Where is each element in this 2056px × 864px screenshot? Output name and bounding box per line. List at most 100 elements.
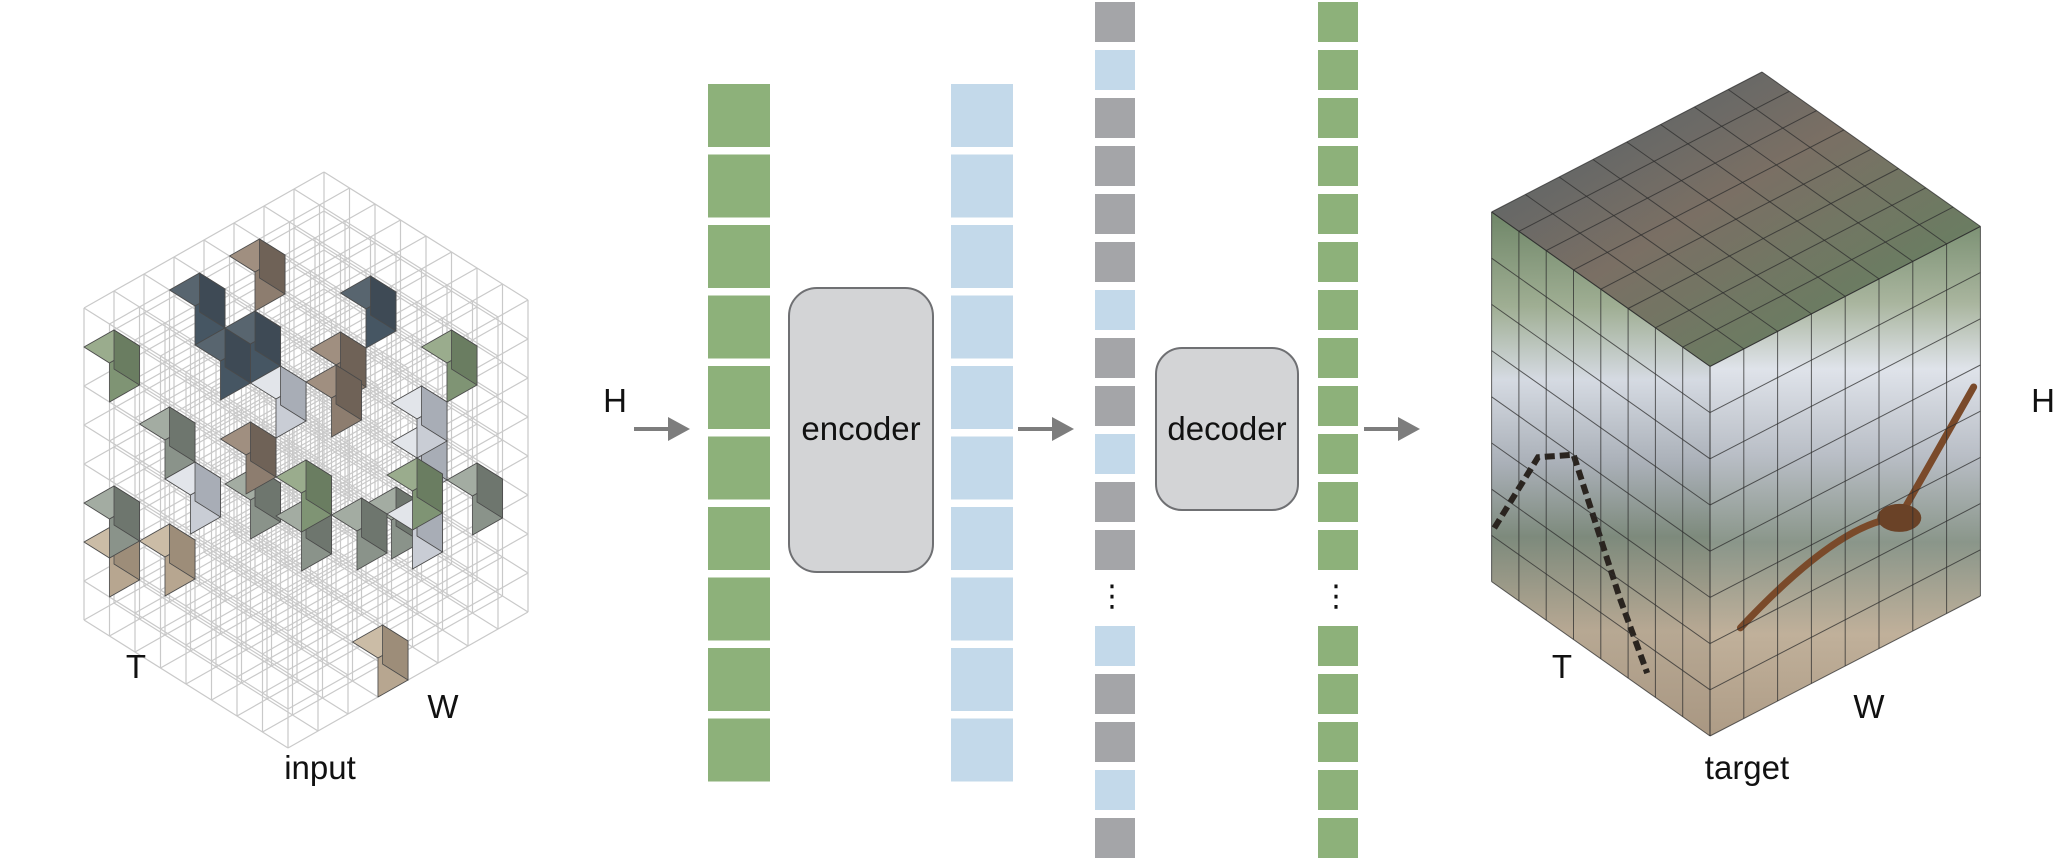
visible-token [708, 718, 770, 782]
visible-patch-cube [275, 459, 333, 533]
mask-token [1095, 146, 1135, 186]
target-axis-t-label: T [1552, 648, 1572, 685]
encoded-token [951, 154, 1013, 218]
grid-line [83, 307, 289, 437]
visible-patch-cube [305, 364, 363, 438]
decoder-output-token-column [1318, 2, 1358, 858]
visible-token [1318, 98, 1358, 138]
visible-patch-cube [219, 421, 277, 495]
target-grid-line [1694, 106, 1914, 262]
visible-token [1318, 242, 1358, 282]
grid-line [143, 351, 349, 481]
target-grid-line [1491, 257, 1711, 414]
mask-token [1095, 530, 1135, 570]
grid-line [323, 171, 529, 301]
visible-token [1318, 434, 1358, 474]
encoder-block: encoder [788, 287, 934, 573]
input-axis-t-label: T [126, 648, 146, 685]
mask-token [1095, 818, 1135, 858]
visible-token-column [708, 84, 770, 782]
encoded-token [951, 436, 1013, 500]
grid-line [83, 288, 325, 426]
grid-line [323, 249, 529, 379]
visible-patch-cube [168, 272, 226, 346]
target-grid-line [1709, 318, 1981, 460]
visible-patch-cube [351, 624, 409, 698]
visible-patch-cube [446, 462, 504, 536]
encoded-token [1095, 434, 1135, 474]
encoded-token [951, 366, 1013, 429]
grid-line [203, 278, 409, 408]
input-label: input [284, 749, 356, 786]
visible-patch-cube [339, 275, 397, 349]
encoded-token [951, 225, 1013, 288]
target-grid-line [1491, 71, 1763, 213]
grid-line [323, 210, 529, 340]
visible-token [1318, 626, 1358, 666]
decoder-block: decoder [1155, 347, 1299, 511]
mask-token [1095, 722, 1135, 762]
encoded-token [951, 295, 1013, 359]
target-grid-line [1709, 410, 1981, 552]
encoded-token-column [951, 84, 1013, 782]
target-axis-w-label: W [1853, 688, 1885, 725]
target-grid-line [1626, 141, 1846, 297]
decoder-label: decoder [1167, 410, 1286, 447]
target-grid-line [1491, 211, 1711, 367]
grid-line [323, 288, 529, 418]
encoded-token [1095, 626, 1135, 666]
visible-patch-cube [83, 329, 141, 403]
arrow-to-decoder-icon [1018, 417, 1074, 441]
input-masked-cube [83, 171, 529, 749]
visible-token [708, 436, 770, 500]
mask-token [1095, 98, 1135, 138]
visible-token [708, 648, 770, 711]
arrow-to-encoder-icon [634, 417, 690, 441]
visible-token [1318, 530, 1358, 570]
target-grid-line [1545, 110, 1817, 252]
visible-patch-cube [390, 385, 448, 459]
input-axis-w-label: W [427, 688, 459, 725]
encoded-token [951, 507, 1013, 570]
target-grid-line [1491, 303, 1711, 460]
visible-token [1318, 194, 1358, 234]
mask-token [1095, 338, 1135, 378]
target-grid-line [1518, 90, 1790, 232]
visible-token [1318, 770, 1358, 810]
target-grid-line [1660, 124, 1880, 280]
target-reconstructed-cube [1491, 71, 1981, 737]
visible-token [1318, 386, 1358, 426]
visible-patch-cube [386, 457, 444, 531]
visible-token [1318, 674, 1358, 714]
target-grid-line [1709, 364, 1981, 506]
visible-token [708, 577, 770, 641]
encoded-token [1095, 290, 1135, 330]
grid-line [293, 305, 499, 435]
visible-token [1318, 290, 1358, 330]
encoded-token [951, 718, 1013, 782]
visible-token [708, 507, 770, 570]
visible-token [1318, 482, 1358, 522]
grid-line [109, 226, 350, 364]
encoded-token [951, 648, 1013, 711]
target-grid-line [1727, 89, 1947, 245]
visible-token [1318, 818, 1358, 858]
mask-token [1095, 242, 1135, 282]
decoder-output-ellipsis: ⋮ [1321, 580, 1351, 613]
grid-line [113, 329, 319, 459]
visible-token [1318, 146, 1358, 186]
mask-token [1095, 674, 1135, 714]
visible-patch-cube [138, 406, 196, 480]
encoded-token [951, 577, 1013, 641]
encoder-label: encoder [801, 410, 920, 447]
grid-line [293, 188, 499, 318]
encoded-token [951, 84, 1013, 147]
visible-patch-cube [83, 485, 141, 559]
grid-line [83, 171, 325, 309]
mask-token [1095, 386, 1135, 426]
visible-patch-cube [420, 329, 478, 403]
target-axis-h-label: H [2031, 382, 2055, 419]
target-grid-line [1573, 129, 1845, 271]
visible-patch-cube [164, 461, 222, 535]
